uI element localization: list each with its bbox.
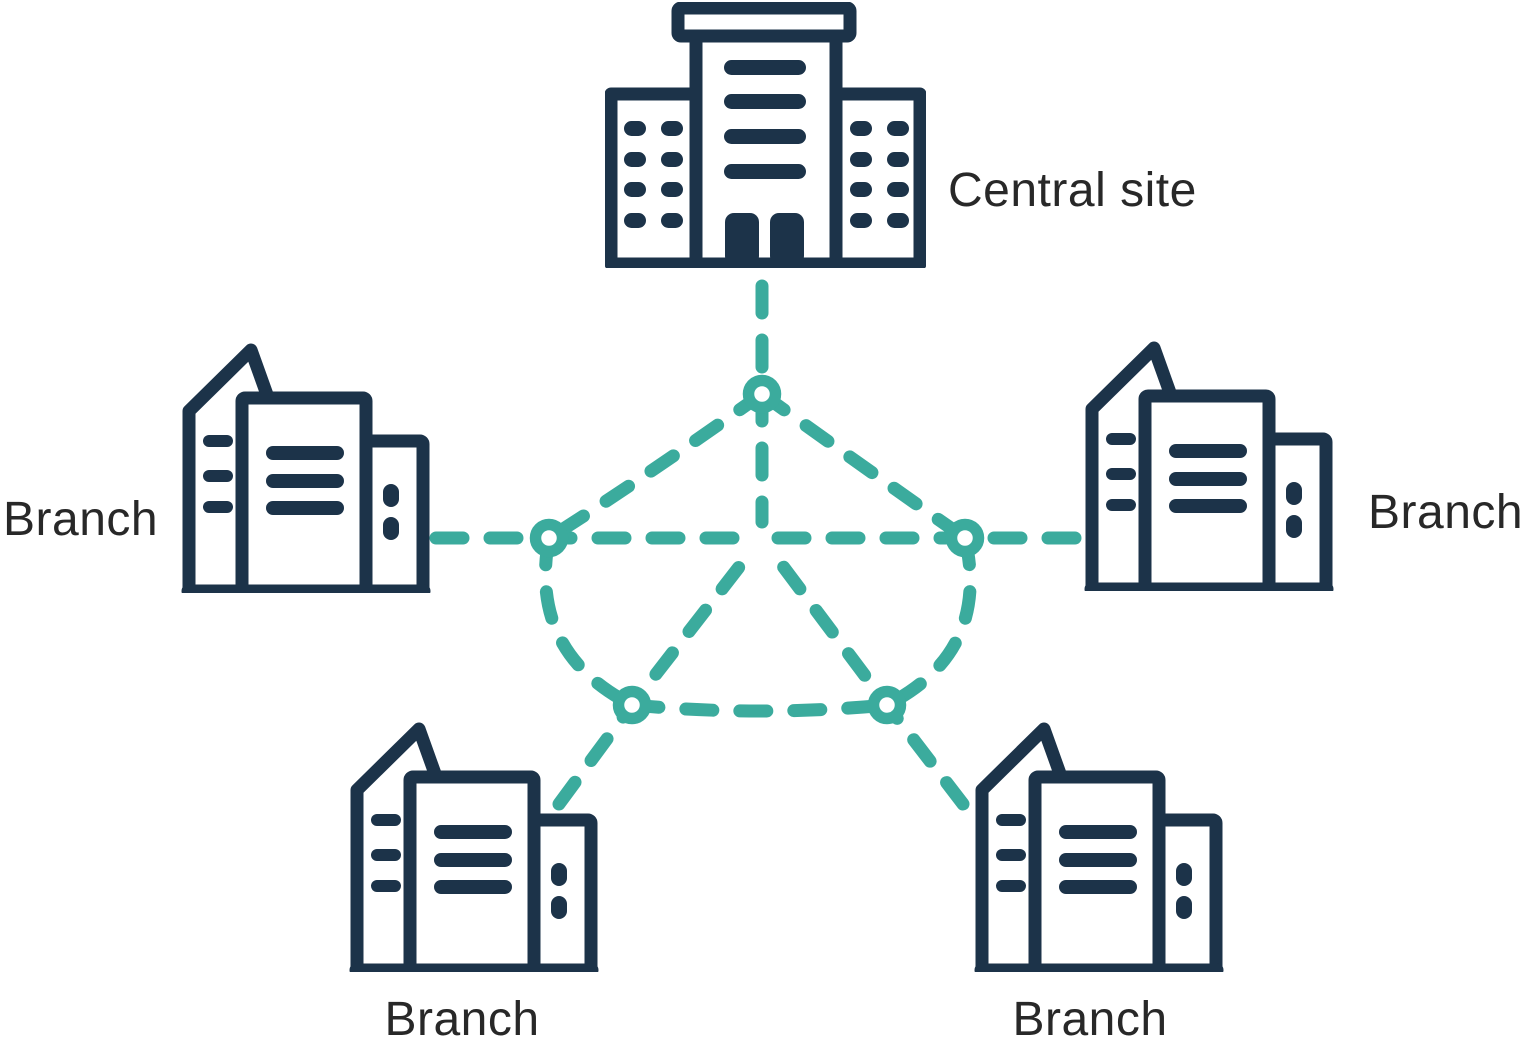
branch-bottom-right-label: Branch xyxy=(1012,993,1168,1046)
central-site-building-icon xyxy=(605,2,926,268)
branch-left-label: Branch xyxy=(3,493,159,546)
link-router-right-bottom xyxy=(880,531,977,712)
network-node-icon xyxy=(867,685,907,725)
link-router-bottom xyxy=(625,698,894,718)
branch-building-icon xyxy=(181,343,431,593)
network-node-icon xyxy=(529,518,569,558)
router-nodes xyxy=(529,374,985,725)
network-node-icon xyxy=(945,518,985,558)
branch-building-icon xyxy=(349,722,599,972)
branch-building-icon xyxy=(974,722,1224,972)
branch-bottom-left-label: Branch xyxy=(384,993,540,1046)
branch-building-icon xyxy=(1084,341,1334,591)
link-router-top-left xyxy=(542,387,769,545)
link-router-top-right xyxy=(755,387,972,545)
central-site-label: Central site xyxy=(948,164,1197,217)
link-branch-bottom-right-to-center xyxy=(763,542,970,811)
network-node-icon xyxy=(742,374,782,414)
link-router-left-bottom xyxy=(539,531,639,712)
network-node-icon xyxy=(612,685,652,725)
branch-right-label: Branch xyxy=(1368,486,1524,539)
